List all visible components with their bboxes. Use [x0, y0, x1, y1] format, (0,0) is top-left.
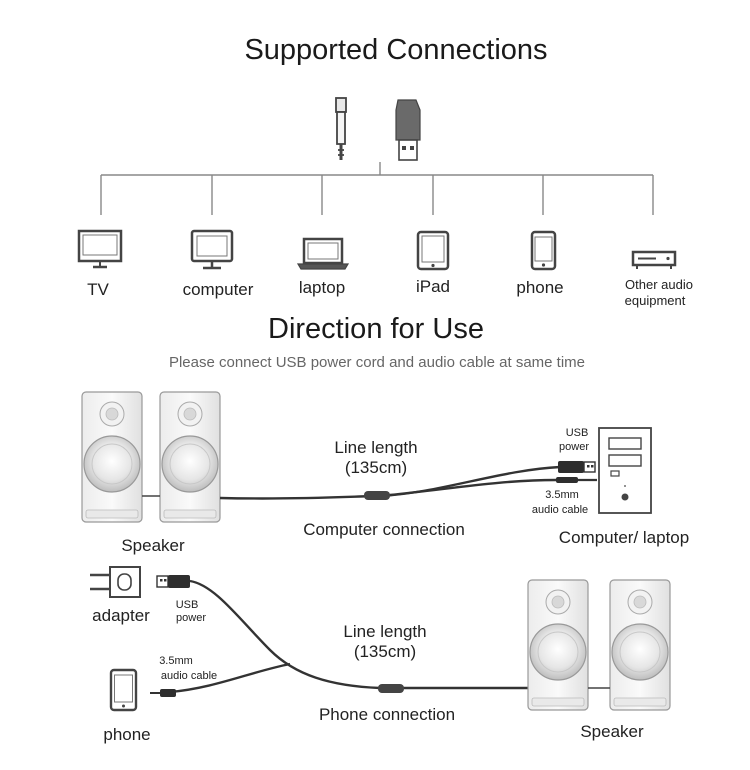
device-label-computer: computer [183, 280, 254, 299]
computer-laptop-label: Computer/ laptop [559, 528, 689, 547]
phone-cable [169, 579, 530, 694]
usb-power-label-adapter-line1: USB [176, 599, 199, 611]
audio-cable-label-phone-line1: 3.5mm [159, 655, 193, 667]
phone-label: phone [103, 725, 150, 744]
device-label-other-line1: Other audio [625, 277, 693, 292]
monitor-icon [190, 229, 234, 270]
adapter-icon [90, 566, 141, 598]
phone-connection-caption: Phone connection [319, 705, 455, 724]
connection-tree [100, 162, 654, 215]
device-label-ipad: iPad [416, 277, 450, 296]
phone-icon [530, 230, 557, 271]
supported-title: Supported Connections [244, 34, 547, 66]
device-label-laptop: laptop [299, 278, 345, 297]
laptop-icon [296, 237, 350, 270]
line-length-computer-line2: (135cm) [345, 458, 407, 477]
usb-plug-icon [395, 99, 421, 161]
computer-tower-icon [598, 427, 652, 514]
audio-connector-phone [150, 689, 176, 697]
speaker-label-computer: Speaker [121, 536, 185, 555]
audio-cable-label-computer-line1: 3.5mm [545, 489, 579, 501]
speaker-pair-phone [527, 579, 671, 711]
inline-volume-control-computer [364, 491, 390, 500]
audio-jack-icon [335, 97, 347, 160]
audio-cable-label-computer-line2: audio cable [532, 504, 588, 516]
device-label-tv: TV [87, 280, 109, 299]
usb-connector-adapter [156, 575, 190, 588]
device-label-phone: phone [516, 278, 563, 297]
speaker-pair-computer [81, 391, 221, 523]
usb-power-label-adapter-line2: power [176, 612, 206, 624]
audio-equipment-icon [631, 250, 677, 269]
phone-device-icon [109, 668, 138, 712]
usb-connector-computer [558, 461, 596, 473]
line-length-phone-line2: (135cm) [354, 642, 416, 661]
computer-connection-caption: Computer connection [303, 520, 465, 539]
device-label-other-line2: equipment [625, 293, 686, 308]
usb-power-label-computer-line1: USB [566, 427, 589, 439]
adapter-label: adapter [92, 606, 150, 625]
audio-cable-label-phone-line2: audio cable [161, 670, 217, 682]
direction-title: Direction for Use [268, 313, 484, 345]
line-length-phone-line1: Line length [343, 622, 426, 641]
inline-volume-control-phone [378, 684, 404, 693]
line-length-computer-line1: Line length [334, 438, 417, 457]
audio-connector-computer [556, 477, 597, 483]
tv-icon [77, 229, 123, 269]
direction-subtitle: Please connect USB power cord and audio … [169, 354, 585, 371]
usb-power-label-computer-line2: power [559, 441, 589, 453]
speaker-label-phone: Speaker [580, 722, 644, 741]
tablet-icon [416, 230, 450, 271]
